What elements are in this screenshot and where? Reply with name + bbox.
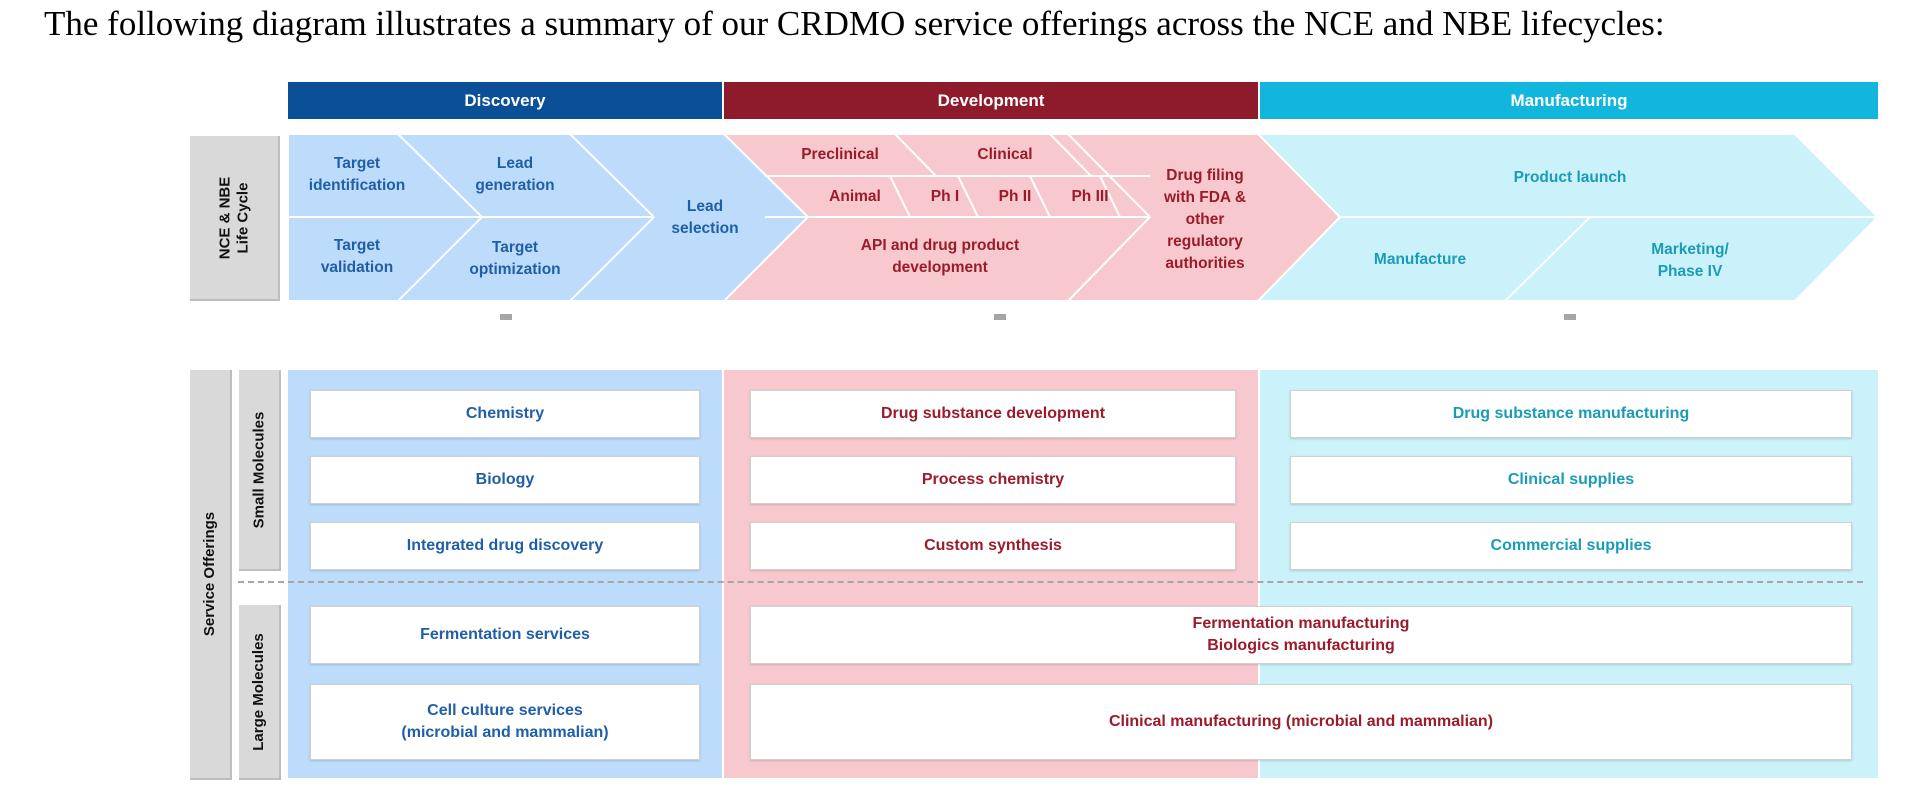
lc-lead-generation-l2: generation [475, 177, 555, 194]
disc-divider-2 [397, 216, 483, 302]
lifecycle-side-label: NCE & NBE Life Cycle [190, 136, 280, 301]
lc-api-dev-l2: development [892, 259, 988, 276]
lc-api-dev-l1: API and drug product [860, 237, 1020, 254]
svc-clinical-supplies: Clinical supplies [1290, 456, 1852, 504]
lc-lead-generation: Lead generation [450, 150, 580, 200]
lc-drug-filing: Drug filing with FDA & other regulatory … [1140, 160, 1270, 280]
lc-drug-filing-l4: regulatory [1167, 233, 1243, 250]
large-molecules-text: Large Molecules [250, 632, 268, 751]
man-divider-a [1504, 216, 1591, 302]
svc-chemistry: Chemistry [310, 390, 700, 438]
lc-api-dev: API and drug product development [820, 232, 1060, 282]
lc-target-identification-l1: Target [333, 155, 381, 172]
lc-drug-filing-l1: Drug filing [1166, 167, 1244, 184]
lc-ph3: Ph III [1071, 188, 1109, 205]
header-development: Development [724, 82, 1258, 119]
molecule-divider [238, 581, 1863, 583]
dev-divider-e [1029, 175, 1051, 218]
svc-cell-culture-services: Cell culture services (microbial and mam… [310, 684, 700, 760]
dev-divider-c [889, 175, 911, 218]
down-arrow-discovery [500, 314, 512, 320]
lc-drug-filing-l3: other [1185, 211, 1225, 228]
svc-drug-substance-development: Drug substance development [750, 390, 1236, 438]
lc-ph2: Ph II [998, 188, 1032, 205]
intro-text: The following diagram illustrates a summ… [44, 4, 1665, 43]
lc-lead-selection-l1: Lead [686, 198, 724, 215]
small-molecules-text: Small Molecules [250, 411, 267, 528]
lc-lead-generation-l1: Lead [496, 155, 534, 172]
dev-divider-i [1067, 133, 1151, 218]
large-molecules-side-label: Large Molecules [239, 605, 281, 780]
svc-integrated-drug-discovery: Integrated drug discovery [310, 522, 700, 570]
svc-process-chemistry: Process chemistry [750, 456, 1236, 504]
svc-fermentation-biologics-manufacturing: Fermentation manufacturing Biologics man… [750, 606, 1852, 664]
svc-drug-substance-manufacturing: Drug substance manufacturing [1290, 390, 1852, 438]
small-molecules-side-label: Small Molecules [239, 370, 281, 571]
lc-preclinical: Preclinical [801, 146, 879, 163]
lc-target-validation-l1: Target [333, 237, 381, 254]
dev-divider-h [1067, 216, 1151, 302]
lc-drug-filing-l5: authorities [1165, 255, 1245, 272]
svc-clinical-manufacturing: Clinical manufacturing (microbial and ma… [750, 684, 1852, 760]
lc-target-identification: Target identification [292, 150, 422, 200]
svc-cell-culture-l2: (microbial and mammalian) [401, 724, 609, 741]
lc-lead-selection-l2: selection [671, 220, 739, 237]
service-offerings-text: Service Offerings [201, 511, 218, 637]
lc-target-optimization-l1: Target [491, 239, 539, 256]
lifecycle-band [287, 133, 1880, 320]
down-arrow-development [994, 314, 1006, 320]
svc-biologics-manufacturing: Biologics manufacturing [1207, 637, 1395, 654]
lc-lead-selection: Lead selection [650, 193, 760, 243]
header-manufacturing: Manufacturing [1260, 82, 1878, 119]
svc-commercial-supplies: Commercial supplies [1290, 522, 1852, 570]
disc-divider-4 [569, 216, 655, 302]
lc-drug-filing-l2: with FDA & [1163, 189, 1247, 206]
svc-custom-synthesis: Custom synthesis [750, 522, 1236, 570]
dev-divider-b [1049, 133, 1092, 177]
lc-marketing-l2: Phase IV [1657, 263, 1723, 280]
lc-marketing: Marketing/ Phase IV [1620, 236, 1760, 286]
disc-divider-3 [569, 133, 655, 218]
svc-cell-culture-l1: Cell culture services [427, 702, 583, 719]
lc-manufacture: Manufacture [1373, 251, 1467, 268]
svc-fermentation-services: Fermentation services [310, 606, 700, 664]
service-offerings-side-label: Service Offerings [190, 370, 232, 780]
lc-clinical: Clinical [977, 146, 1033, 163]
header-discovery: Discovery [288, 82, 722, 119]
lc-target-optimization: Target optimization [450, 234, 580, 284]
lc-ph1: Ph I [930, 188, 960, 205]
dev-divider-d [957, 175, 979, 218]
lc-target-optimization-l2: optimization [469, 261, 561, 278]
lc-product-launch: Product launch [1513, 169, 1627, 186]
dev-divider-f [1099, 175, 1121, 218]
lc-target-validation: Target validation [292, 232, 422, 282]
lc-target-validation-l2: validation [320, 259, 394, 276]
lc-animal: Animal [829, 188, 881, 205]
lc-marketing-l1: Marketing/ [1651, 241, 1729, 258]
svc-biology: Biology [310, 456, 700, 504]
disc-divider-1 [397, 133, 483, 218]
dev-divider-a [894, 133, 937, 177]
svc-fermentation-manufacturing: Fermentation manufacturing [1192, 615, 1410, 632]
down-arrow-manufacturing [1564, 314, 1576, 320]
lc-target-identification-l2: identification [308, 177, 406, 194]
